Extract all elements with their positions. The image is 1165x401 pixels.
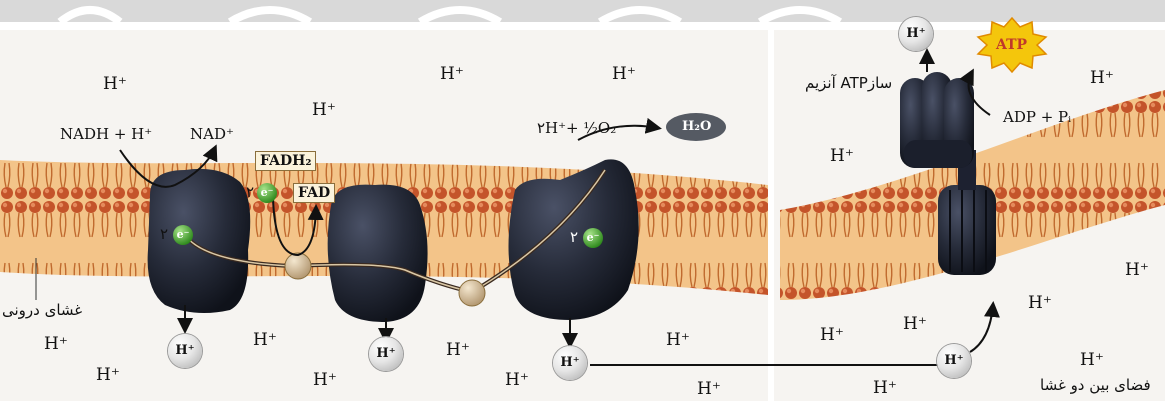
nadh-label: NADH + H⁺: [60, 127, 152, 142]
electron: e⁻: [173, 225, 193, 245]
ubiquinone: [285, 253, 311, 279]
proton-circle: H⁺: [553, 346, 587, 380]
proton-label: H⁺: [312, 102, 336, 119]
proton-label: H⁺: [830, 148, 854, 165]
fadh2-label: FADH₂: [255, 151, 316, 171]
electron-count: ۲: [246, 185, 254, 200]
water-label: H₂O: [682, 120, 711, 133]
proton-label: H⁺: [505, 372, 529, 389]
proton-label: H⁺: [1125, 262, 1149, 279]
proton-label: H⁺: [96, 367, 120, 384]
proton-label: H⁺: [440, 66, 464, 83]
proton-circle: H⁺: [168, 334, 202, 368]
atp-label: ATP: [996, 38, 1027, 52]
proton-label: H⁺: [1028, 295, 1052, 312]
electron: e⁻: [583, 228, 603, 248]
inner-membrane-label: غشای درونی: [2, 303, 82, 318]
complex-iii: [328, 185, 428, 322]
proton-circle: H⁺: [369, 337, 403, 371]
proton-label: H⁺: [103, 76, 127, 93]
proton-label: H⁺: [873, 380, 897, 397]
proton-label: H⁺: [313, 372, 337, 389]
proton-label: H⁺: [666, 332, 690, 349]
proton-label: H⁺: [1090, 70, 1114, 87]
cytochrome-c: [459, 280, 485, 306]
proton-label: H⁺: [903, 316, 927, 333]
proton-label: H⁺: [1080, 352, 1104, 369]
electron-count: ۲: [570, 230, 578, 245]
proton-label: H⁺: [446, 342, 470, 359]
electron: e⁻: [257, 183, 277, 203]
oxygen-reaction-label: ۲H⁺+ ½O₂: [537, 121, 616, 136]
proton-circle: H⁺: [899, 17, 933, 51]
adp-label: ADP + Pᵢ: [1003, 110, 1071, 125]
electron-count: ۲: [160, 227, 168, 242]
proton-label: H⁺: [697, 381, 721, 398]
top-banner: [0, 0, 1165, 22]
proton-circle: H⁺: [937, 344, 971, 378]
intermembrane-space-label: فضای بین دو غشا: [1040, 378, 1151, 393]
proton-label: H⁺: [612, 66, 636, 83]
proton-label: H⁺: [253, 332, 277, 349]
proton-label: H⁺: [44, 336, 68, 353]
nad-label: NAD⁺: [190, 127, 234, 142]
atp-enzyme-label: آنزیم ATPساز: [805, 76, 892, 91]
fad-label: FAD: [293, 183, 335, 203]
proton-label: H⁺: [820, 327, 844, 344]
